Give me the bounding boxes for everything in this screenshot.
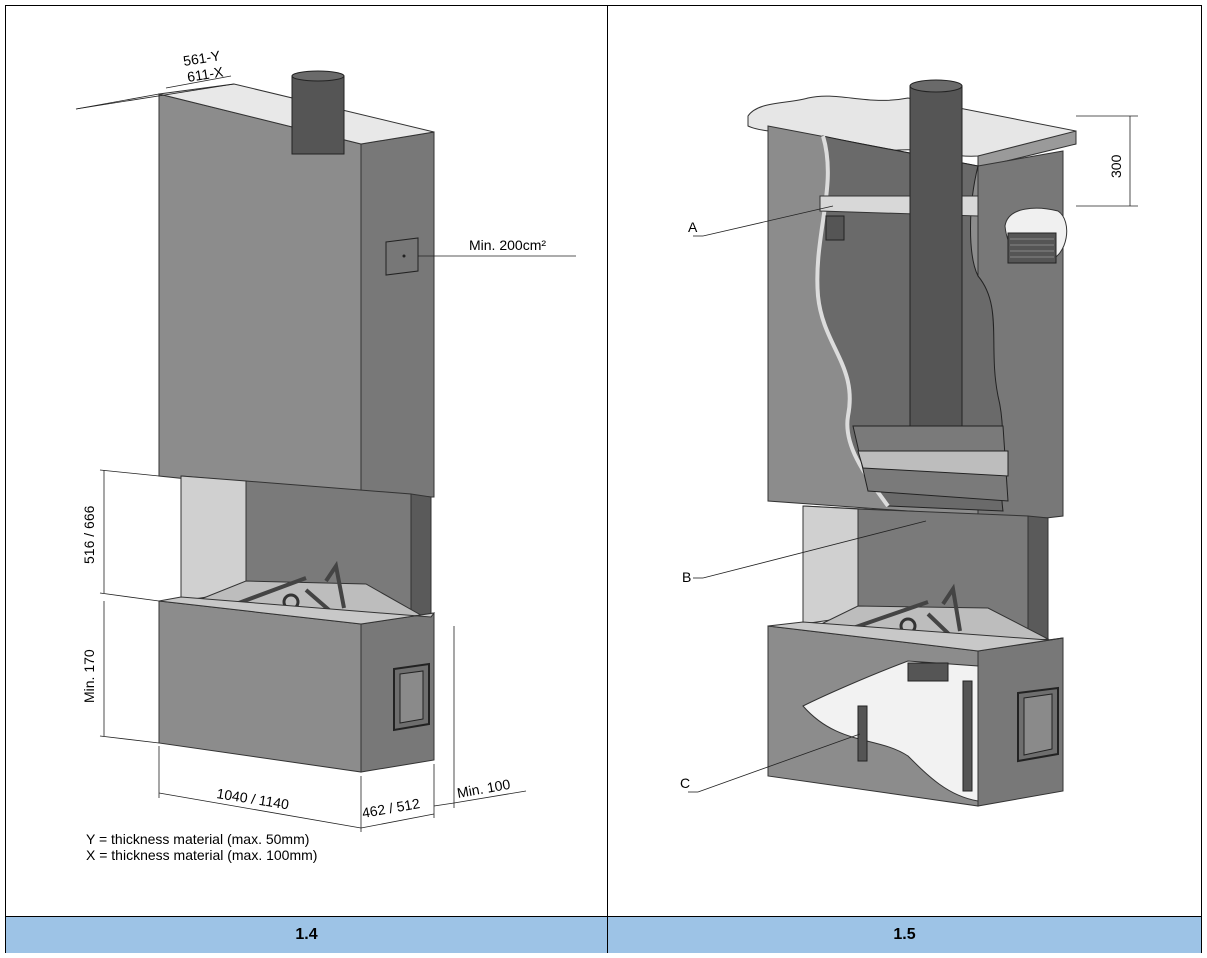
flue-pipe-top (909, 79, 963, 93)
note-x-thickness: X = thickness material (max. 100mm) (86, 847, 317, 863)
figure-1-4-panel: 561-Y 611-X Min. 200cm² 516 / 666 Min. 1… (6, 6, 608, 916)
label-b: B (682, 569, 691, 585)
inner-vent-grille (825, 215, 845, 241)
base-cutaway (802, 660, 979, 802)
dim-opening-height: 516 / 666 (81, 505, 97, 564)
flue-pipe (291, 75, 345, 155)
dim-ceiling-clearance: 300 (1108, 154, 1124, 178)
hood-side-face (360, 131, 435, 498)
fireplace-cutaway-drawing: A B C 300 (680, 79, 1138, 807)
caption-row: 1.4 1.5 (6, 916, 1201, 953)
vent-grille (1007, 232, 1057, 264)
ceiling-edge (977, 130, 1077, 169)
leader-lines (688, 115, 1138, 793)
flue-pipe-top (291, 70, 345, 82)
firebox-side (410, 493, 432, 620)
label-c: C (680, 775, 690, 791)
label-a: A (688, 219, 698, 235)
dim-width: 1040 / 1140 (216, 785, 291, 812)
base-ledge (767, 621, 1064, 652)
gas-pipe-right (962, 680, 973, 792)
caption-figure-1-5: 1.5 (608, 917, 1201, 953)
support-frame-tray (857, 450, 1009, 477)
fireplace-dimension-drawing: 561-Y 611-X Min. 200cm² 516 / 666 Min. 1… (75, 47, 576, 863)
gas-pipe-left (857, 705, 868, 762)
firebox-side (1027, 515, 1049, 642)
figure-1-5-panel: A B C 300 (608, 6, 1202, 916)
note-y-thickness: Y = thickness material (max. 50mm) (86, 831, 309, 847)
access-door-panel (399, 670, 424, 724)
base-front-face (158, 600, 362, 773)
access-door-panel (1023, 693, 1053, 756)
vent-grille-slats (1010, 238, 1054, 258)
vent-area-label: Min. 200cm² (469, 237, 546, 253)
figure-table: 561-Y 611-X Min. 200cm² 516 / 666 Min. 1… (5, 5, 1202, 953)
dimension-lines (75, 75, 576, 832)
control-box (907, 662, 949, 682)
vent-opening (385, 237, 419, 276)
flue-pipe (909, 85, 963, 462)
dim-top-x: 611-X (186, 63, 225, 85)
base-ledge (158, 596, 436, 625)
dim-base-height: Min. 170 (81, 649, 97, 703)
glass-left (180, 475, 247, 602)
caption-figure-1-4: 1.4 (6, 917, 608, 953)
vent-dot (402, 254, 406, 258)
glass-left (802, 505, 859, 625)
dim-depth: 462 / 512 (361, 795, 421, 821)
dim-clearance: Min. 100 (456, 776, 512, 801)
dim-top-y: 561-Y (182, 47, 222, 69)
